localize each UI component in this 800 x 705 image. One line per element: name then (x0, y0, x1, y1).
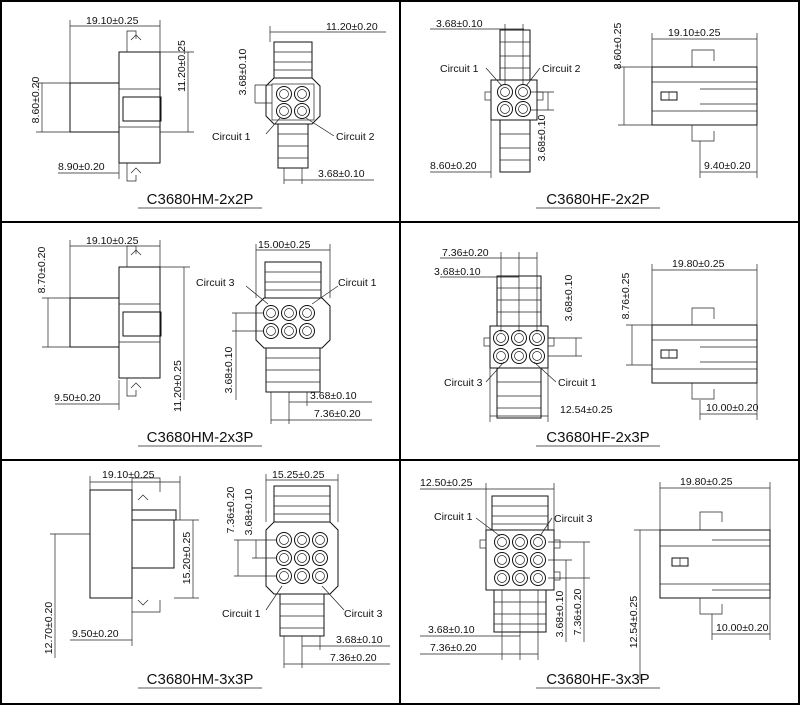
label-circuit-1: Circuit 1 (212, 131, 251, 143)
dim-side-width: 8.60±0.25 (612, 23, 624, 70)
dim-side-height: 19.80±0.25 (672, 258, 725, 270)
label-circuit-2: Circuit 2 (336, 131, 375, 143)
panel-title: C3680HM-2x3P (147, 429, 254, 446)
dim-latch: 9.50±0.20 (54, 392, 101, 404)
dim-pitch-horizontal: 3.68±0.10 (428, 624, 475, 636)
label-circuit-3: Circuit 3 (196, 277, 235, 289)
panel-c3680hf-2x2p: 3.68±0.10 8.60±0.20 3.68±0.10 Circuit 1 … (430, 18, 758, 209)
label-circuit-3: Circuit 3 (554, 513, 593, 525)
panel-title: C3680HF-2x2P (546, 191, 649, 208)
dim-height: 8.70±0.20 (36, 247, 48, 294)
label-circuit-3: Circuit 3 (344, 608, 383, 620)
dim-two-pitch: 7.36±0.20 (442, 247, 489, 259)
panel-title: C3680HF-3x3P (546, 671, 649, 688)
dim-pitch-vertical: 3.68±0.10 (223, 347, 235, 394)
dim-pitch-horizontal: 3.68±0.10 (436, 18, 483, 30)
dim-pitch-vertical: 3.68±0.10 (243, 489, 255, 536)
dim-body-height: 11.20±0.25 (172, 360, 184, 412)
dim-two-pitch: 7.36±0.20 (330, 652, 377, 664)
dim-pitch-horizontal: 3.68±0.10 (434, 266, 481, 278)
dim-pitch-vertical: 3.68±0.10 (554, 591, 566, 638)
dim-body-width: 8.60±0.20 (430, 160, 477, 172)
label-circuit-1: Circuit 1 (434, 511, 473, 523)
dim-height: 8.60±0.20 (30, 77, 42, 124)
label-circuit-2: Circuit 2 (542, 63, 581, 75)
dim-front-width: 15.25±0.25 (272, 469, 325, 481)
dim-body-height: 15.20±0.25 (181, 532, 193, 585)
dim-two-pitch: 7.36±0.20 (430, 642, 477, 654)
dim-latch: 8.90±0.20 (58, 161, 105, 173)
panel-c3680hf-3x3p: 12.50±0.25 3.68±0.10 7.36±0.20 3.68±0.10… (420, 476, 771, 689)
panel-title: C3680HM-2x2P (147, 191, 254, 208)
dim-latch: 9.40±0.20 (704, 160, 751, 172)
panel-c3680hf-2x3p: 7.36±0.20 3.68±0.10 3.68±0.10 12.54±0.25… (434, 247, 759, 447)
dim-front-width: 15.00±0.25 (258, 239, 311, 251)
label-circuit-3: Circuit 3 (444, 377, 483, 389)
panel-title: C3680HF-2x3P (546, 429, 649, 446)
dim-side-width: 12.54±0.25 (628, 596, 640, 649)
dim-side-height: 19.10±0.25 (668, 27, 721, 39)
label-circuit-1: Circuit 1 (222, 608, 261, 620)
dim-body-width: 12.54±0.25 (560, 404, 613, 416)
dim-pitch-vertical: 3.68±0.10 (563, 275, 575, 322)
dim-pitch-horizontal: 3.68±0.10 (336, 634, 383, 646)
label-circuit-1: Circuit 1 (440, 63, 479, 75)
dim-height: 12.70±0.20 (43, 602, 55, 655)
dim-width: 19.10±0.25 (102, 469, 155, 481)
dim-two-pitch-vertical: 7.36±0.20 (572, 589, 584, 636)
dim-front-width: 12.50±0.25 (420, 477, 473, 489)
dim-pitch-vertical: 3.68±0.10 (237, 49, 249, 96)
dim-pitch-vertical: 3.68±0.10 (536, 115, 548, 162)
panel-c3680hm-2x3p: 19.10±0.25 8.70±0.20 9.50±0.20 11.20±0.2… (36, 235, 377, 447)
dim-pitch-horizontal: 3.68±0.10 (310, 390, 357, 402)
dim-two-pitch: 7.36±0.20 (314, 408, 361, 420)
dim-latch: 10.00±0.20 (716, 622, 769, 634)
panel-title: C3680HM-3x3P (147, 671, 254, 688)
dim-two-pitch-vertical: 7.36±0.20 (225, 487, 237, 534)
dim-body-height: 11.20±0.25 (176, 40, 188, 92)
dim-latch: 10.00±0.20 (706, 402, 759, 414)
panel-c3680hm-2x2p: 19.10±0.25 8.60±0.20 11.20±0.25 8.90±0.2… (30, 15, 386, 209)
dim-width: 19.10±0.25 (86, 15, 139, 27)
dim-latch: 9.50±0.20 (72, 628, 119, 640)
dim-front-width: 11.20±0.20 (326, 21, 378, 33)
panel-c3680hm-3x3p: 19.10±0.25 15.20±0.25 12.70±0.20 9.50±0.… (43, 469, 390, 689)
dim-width: 19.10±0.25 (86, 235, 139, 247)
label-circuit-1: Circuit 1 (558, 377, 597, 389)
dim-side-height: 19.80±0.25 (680, 476, 733, 488)
dim-side-width: 8.76±0.25 (620, 273, 632, 320)
dim-pitch-horizontal: 3.68±0.10 (318, 168, 365, 180)
label-circuit-1: Circuit 1 (338, 277, 377, 289)
